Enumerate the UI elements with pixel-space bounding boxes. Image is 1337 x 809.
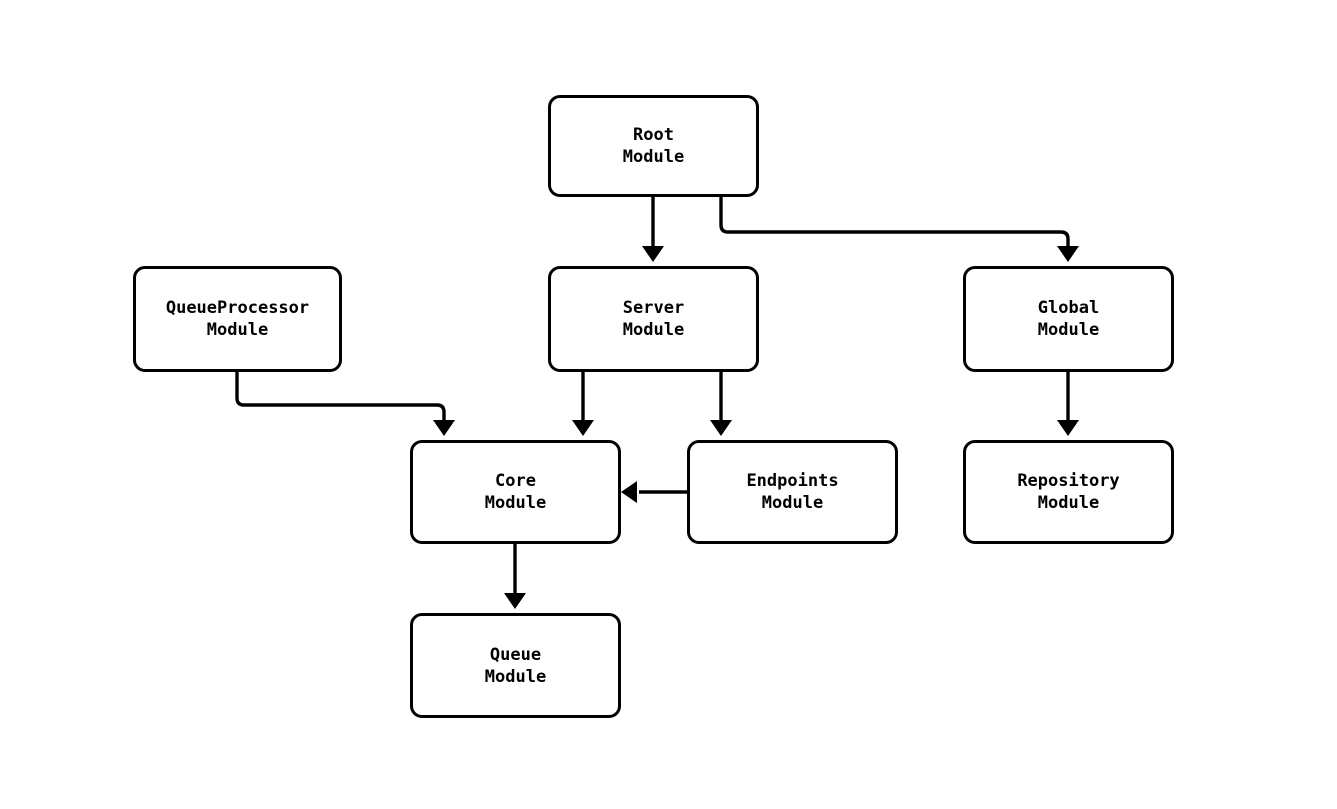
arrowhead	[1057, 420, 1079, 436]
node-endpoints-module[interactable]: Endpoints Module	[687, 440, 898, 544]
arrowhead	[433, 420, 455, 436]
node-core-module-label: Core Module	[484, 471, 547, 513]
arrowhead	[504, 593, 526, 609]
arrowhead	[572, 420, 594, 436]
arrowhead	[710, 420, 732, 436]
node-root-module[interactable]: Root Module	[548, 95, 759, 197]
arrowhead	[621, 481, 637, 503]
edge-server-endpoints	[710, 372, 732, 436]
node-global-module[interactable]: Global Module	[963, 266, 1174, 372]
edge-queueprocessor-core	[235, 372, 455, 436]
arrowhead	[642, 246, 664, 262]
arrowhead	[1057, 246, 1079, 262]
node-global-module-label: Global Module	[1037, 298, 1100, 340]
edge-root-global	[719, 197, 1079, 262]
node-server-module-label: Server Module	[622, 298, 685, 340]
edge-core-queue	[504, 544, 526, 609]
node-endpoints-module-label: Endpoints Module	[746, 471, 839, 513]
edge-global-repository	[1057, 372, 1079, 436]
node-core-module[interactable]: Core Module	[410, 440, 621, 544]
node-repository-module-label: Repository Module	[1017, 471, 1120, 513]
node-queueprocessor-module-label: QueueProcessor Module	[165, 298, 310, 340]
edge-root-server	[642, 197, 664, 262]
node-queueprocessor-module[interactable]: QueueProcessor Module	[133, 266, 342, 372]
node-repository-module[interactable]: Repository Module	[963, 440, 1174, 544]
node-root-module-label: Root Module	[622, 125, 685, 167]
node-queue-module[interactable]: Queue Module	[410, 613, 621, 718]
node-queue-module-label: Queue Module	[484, 644, 547, 687]
edge-endpoints-core	[621, 481, 687, 503]
edge-server-core	[572, 372, 594, 436]
node-server-module[interactable]: Server Module	[548, 266, 759, 372]
